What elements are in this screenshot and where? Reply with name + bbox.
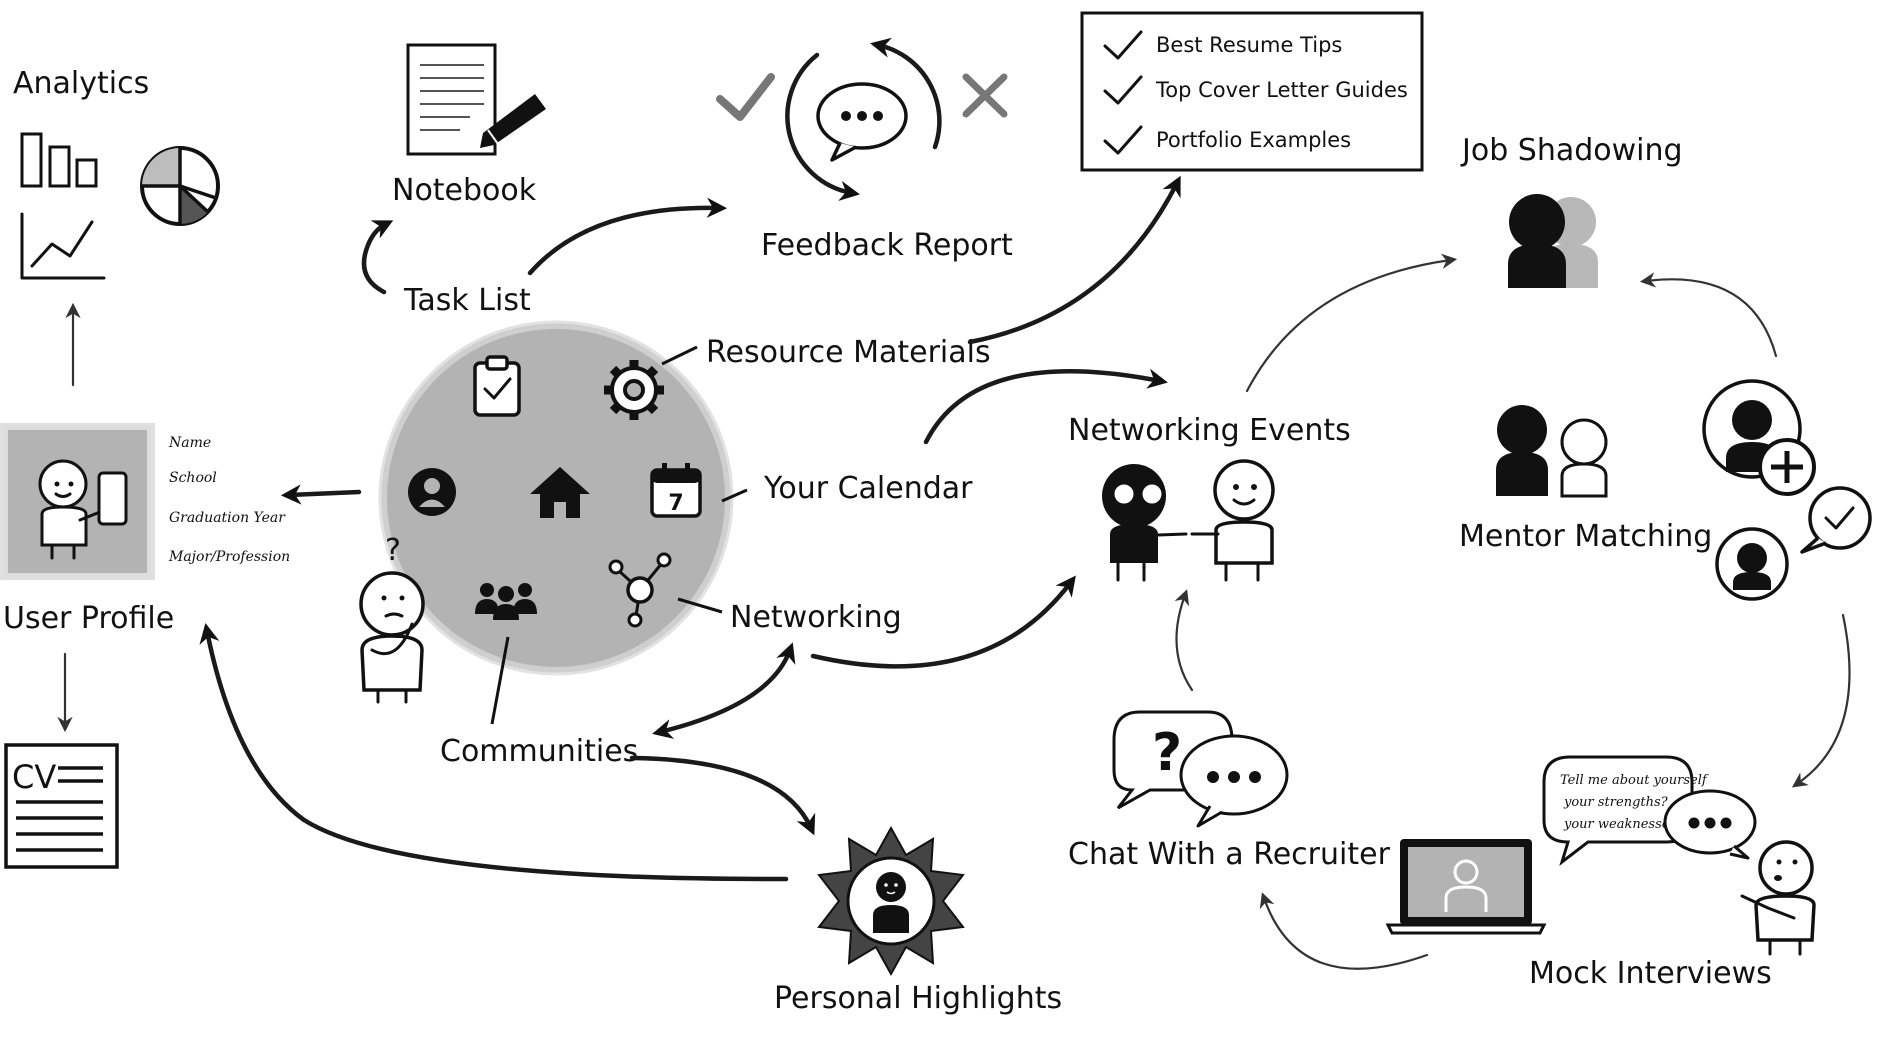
connectors [57, 175, 1851, 970]
feedback-cycle-icon [785, 37, 942, 201]
question-mark-glyph: ? [385, 533, 401, 568]
label-mentor-matching: Mentor Matching [1459, 519, 1712, 554]
thinking-person-icon: ? [359, 533, 425, 704]
arrow-highlights-profile [199, 623, 789, 882]
label-personal-highlights: Personal Highlights [774, 981, 1062, 1016]
arrow-matching-shadowing [1639, 272, 1778, 358]
hub-leader-lines [490, 345, 748, 725]
calendar-icon[interactable]: 7 [650, 463, 702, 518]
profile-fields-list: Name School Graduation Year Major/Profes… [168, 435, 290, 565]
mentor-pair-icon [1496, 405, 1608, 498]
starburst-person-icon [817, 825, 965, 977]
label-networking[interactable]: Networking [730, 600, 902, 635]
feedback-report-node[interactable]: Feedback Report [716, 37, 1013, 263]
shadow-people-icon [1508, 194, 1598, 288]
label-task-list[interactable]: Task List [403, 283, 531, 318]
label-your-calendar[interactable]: Your Calendar [763, 471, 973, 506]
arrow-calendar-events [923, 368, 1168, 445]
mock-interviews-node[interactable]: Tell me about yourself your strengths? y… [1385, 755, 1816, 991]
arrow-hub-profile [280, 484, 362, 505]
gray-check-icon [716, 73, 775, 121]
chat-recruiter-node[interactable]: ? Chat With a Recruiter [1068, 710, 1391, 872]
checklist-item[interactable]: Portfolio Examples [1103, 125, 1351, 155]
label-communities[interactable]: Communities [440, 734, 638, 769]
question-glyph: ? [1152, 723, 1182, 783]
central-hub: 7 [378, 320, 734, 676]
mentor-matching-node[interactable]: Mentor Matching [1459, 405, 1712, 554]
checklist-item-label: Portfolio Examples [1156, 128, 1351, 152]
clipboard-check-icon[interactable] [473, 355, 521, 417]
checklist-item-label: Top Cover Letter Guides [1155, 78, 1408, 102]
line-chart-icon [20, 212, 106, 280]
label-chat-with-recruiter: Chat With a Recruiter [1068, 837, 1391, 872]
profile-field-label: Name [168, 435, 211, 451]
check-icon [1103, 125, 1143, 155]
networking-events-node[interactable]: Networking Events [1068, 413, 1351, 582]
cv-document-icon[interactable]: CV [4, 743, 119, 869]
notebook-node[interactable]: Notebook [392, 43, 546, 208]
arrow-events-shadowing [1245, 253, 1458, 393]
interview-question-bubble: Tell me about yourself your strengths? y… [1542, 755, 1757, 867]
profile-field-label: School [169, 470, 217, 486]
arrow-resources-checklist [967, 175, 1181, 345]
resource-checklist: Best Resume Tips Top Cover Letter Guides… [1080, 11, 1424, 172]
arrow-matching-interviews [1791, 613, 1851, 788]
label-feedback-report: Feedback Report [761, 228, 1013, 263]
arrow-communities-highlights [629, 755, 816, 836]
label-networking-events: Networking Events [1068, 413, 1351, 448]
label-analytics: Analytics [13, 66, 149, 101]
chat-bubbles-icon: ? [1112, 710, 1289, 828]
arrow-communities-networking [652, 642, 796, 739]
check-icon [1103, 30, 1143, 60]
arrow-interviews-chat [1259, 892, 1429, 970]
label-job-shadowing: Job Shadowing [1460, 133, 1683, 168]
interviewer-person-icon [1740, 840, 1816, 956]
arrow-tasklist-feedback [527, 197, 728, 276]
handshake-people-icon [1102, 459, 1275, 582]
label-resource-materials[interactable]: Resource Materials [706, 335, 991, 370]
profile-field-label: Major/Profession [168, 549, 290, 565]
home-icon[interactable] [530, 467, 590, 518]
check-icon [1103, 75, 1143, 105]
personal-highlights-node[interactable]: Personal Highlights [774, 825, 1062, 1016]
add-mentor-icon[interactable] [1702, 379, 1816, 496]
job-shadowing-node[interactable]: Job Shadowing [1460, 133, 1683, 288]
user-circle-icon[interactable] [408, 468, 456, 516]
gear-icon[interactable] [604, 360, 664, 420]
interview-bubble-line: your weaknesses? [1563, 817, 1684, 832]
group-icon[interactable] [475, 583, 537, 620]
pie-chart-icon [140, 146, 220, 226]
bar-chart-icon [20, 132, 98, 188]
checklist-item[interactable]: Best Resume Tips [1103, 30, 1342, 60]
interview-bubble-line: Tell me about yourself [1560, 773, 1709, 788]
checklist-item[interactable]: Top Cover Letter Guides [1103, 75, 1408, 105]
mentor-approved-icon[interactable] [1715, 486, 1872, 601]
checklist-frame [1080, 11, 1424, 172]
arrow-chat-events [1174, 589, 1194, 692]
profile-field-label: Graduation Year [169, 510, 286, 526]
interview-bubble-line: your strengths? [1563, 795, 1669, 810]
notebook-pencil-icon [406, 43, 546, 156]
cv-text: CV [12, 758, 56, 796]
checklist-item-label: Best Resume Tips [1156, 33, 1342, 57]
arrow-tasklist-notebook [361, 220, 394, 295]
label-user-profile: User Profile [3, 601, 174, 636]
arrow-networking-events [810, 575, 1076, 669]
gray-x-icon [962, 73, 1008, 118]
analytics-node[interactable]: Analytics [13, 66, 220, 280]
laptop-video-icon [1385, 839, 1547, 935]
calendar-day-number: 7 [668, 491, 683, 516]
user-profile-node[interactable]: Name School Graduation Year Major/Profes… [0, 423, 290, 636]
label-mock-interviews: Mock Interviews [1529, 956, 1772, 991]
label-notebook: Notebook [392, 173, 537, 208]
network-nodes-icon[interactable] [608, 552, 672, 628]
profile-card-icon [0, 423, 155, 580]
